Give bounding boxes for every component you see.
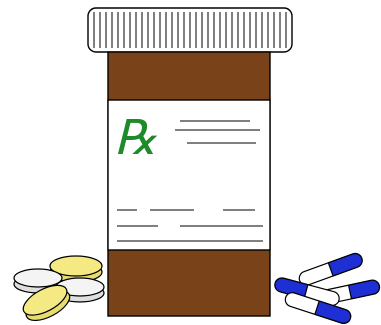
rx-symbol-icon: ℞ bbox=[114, 112, 158, 165]
bottle-cap-icon bbox=[87, 7, 293, 53]
tablets-group bbox=[13, 255, 105, 322]
round-tablet-icon bbox=[49, 255, 103, 283]
cap-ridges bbox=[93, 12, 287, 48]
prescription-label-icon: ℞ bbox=[107, 99, 271, 251]
round-tablet-icon bbox=[22, 284, 71, 322]
label-lines-bottom bbox=[117, 209, 263, 242]
capsules-group bbox=[274, 252, 381, 324]
label-lines-top bbox=[175, 120, 260, 144]
capsule-icon bbox=[298, 252, 363, 286]
capsule-icon bbox=[284, 292, 352, 324]
